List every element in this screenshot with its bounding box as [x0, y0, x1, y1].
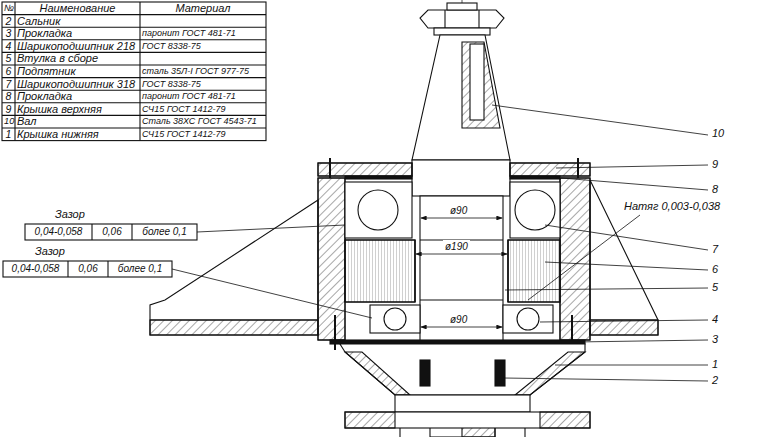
- gap-cell: 0,06: [69, 261, 107, 277]
- callout-number: 4: [712, 313, 718, 326]
- table-cell: паронит ГОСТ 481-71: [142, 27, 264, 40]
- leader-line: [172, 105, 708, 381]
- table-cell: 2: [4, 15, 13, 28]
- gap-cell: 0,04-0,058: [26, 224, 91, 240]
- table-cell: 8: [4, 90, 13, 103]
- table-cell: 7: [4, 78, 13, 91]
- table-cell: 10: [4, 115, 13, 128]
- callout-number: 9: [712, 158, 718, 171]
- table-cell: сталь 35Л-I ГОСТ 977-75: [142, 65, 264, 78]
- table-cell: Наименование: [17, 2, 138, 15]
- callout-number: 6: [712, 263, 718, 276]
- table-cell: Сальник: [17, 15, 138, 28]
- callout-number: 10: [712, 127, 724, 140]
- gap-label: Зазор: [55, 208, 85, 221]
- table-cell: 6: [4, 65, 13, 78]
- callout-number: 2: [712, 374, 718, 387]
- table-cell: 3: [4, 27, 13, 40]
- gap-label: Зазор: [35, 245, 65, 258]
- callout-number: 7: [712, 243, 718, 256]
- table-cell: СЧ15 ГОСТ 1412-79: [142, 103, 264, 116]
- table-cell: 4: [4, 40, 13, 53]
- callout-number: 1: [712, 358, 718, 371]
- top-cover: [318, 158, 590, 179]
- table-cell: Втулка в сборе: [17, 52, 138, 65]
- ball-bearing: [345, 182, 560, 238]
- table-cell: Шарикоподшипник 218: [17, 40, 138, 53]
- dimension: ø90: [448, 204, 469, 217]
- table-cell: ГОСТ 8338-75: [142, 40, 264, 53]
- callout-number: 3: [712, 333, 718, 346]
- sleeve: [345, 240, 560, 302]
- dimension: ø190: [443, 240, 470, 253]
- parts-table: [2, 2, 266, 141]
- table-cell: Вал: [17, 115, 138, 128]
- table-cell: Шарикоподшипник 318: [17, 78, 138, 91]
- bottom-cover: [330, 340, 590, 437]
- table-cell: паронит ГОСТ 481-71: [142, 90, 264, 103]
- table-cell: Крышка нижняя: [17, 128, 138, 141]
- gap-cell: более 0,1: [133, 224, 196, 240]
- table-cell: Сталь 38ХС ГОСТ 4543-71: [142, 115, 264, 128]
- table-cell: 5: [4, 52, 13, 65]
- gap-cell: более 0,1: [109, 261, 171, 277]
- gap-cell: 0,04-0,058: [4, 261, 67, 277]
- table-cell: СЧ15 ГОСТ 1412-79: [142, 128, 264, 141]
- callout-number: 8: [712, 183, 718, 196]
- table-cell: 9: [4, 103, 13, 116]
- table-cell: Крышка верхняя: [17, 103, 138, 116]
- table-cell: №: [4, 2, 13, 15]
- table-cell: Подпятник: [17, 65, 138, 78]
- ball-bearing: [370, 305, 553, 333]
- callout-number: 5: [712, 281, 718, 294]
- table-cell: ГОСТ 8338-75: [142, 78, 264, 91]
- gap-table: [3, 224, 197, 277]
- table-cell: Прокладка: [17, 27, 138, 40]
- housing: [318, 178, 590, 350]
- interference-note: Натяг 0,003-0,038: [622, 200, 722, 213]
- gap-cell: 0,06: [93, 224, 131, 240]
- table-cell: 1: [4, 128, 13, 141]
- table-cell: Прокладка: [17, 90, 138, 103]
- table-cell: Материал: [142, 2, 264, 15]
- dimension: ø90: [448, 313, 469, 326]
- dimension-line: [416, 218, 507, 327]
